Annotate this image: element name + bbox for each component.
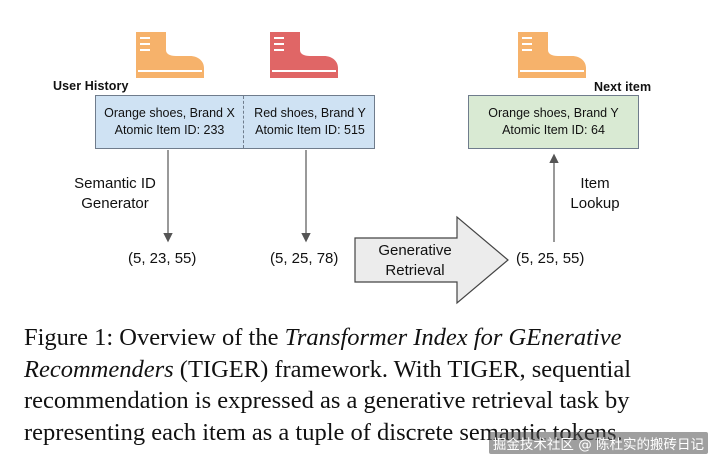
generative-retrieval-arrow	[354, 215, 509, 305]
history-item-2-id: Atomic Item ID: 515	[255, 123, 365, 137]
caption-line-1: Figure 1: Overview of the Transformer In…	[24, 324, 622, 351]
history-item-1: Orange shoes, Brand X Atomic Item ID: 23…	[96, 96, 243, 148]
history-item-1-name: Orange shoes, Brand X	[104, 106, 235, 120]
semantic-id-generator-label: Semantic ID Generator	[74, 175, 156, 212]
orange-shoe-icon	[518, 32, 586, 78]
figure-label: Figure 1:	[24, 324, 114, 351]
history-item-2: Red shoes, Brand Y Atomic Item ID: 515	[244, 96, 376, 148]
next-item: Orange shoes, Brand Y Atomic Item ID: 64	[469, 96, 638, 148]
caption-line-3: recommendation is expressed as a generat…	[24, 387, 630, 414]
red-shoe-icon	[270, 32, 338, 78]
next-item-box: Orange shoes, Brand Y Atomic Item ID: 64	[468, 95, 639, 149]
semantic-tuple-1: (5, 23, 55)	[128, 250, 197, 267]
semantic-tuple-next: (5, 25, 55)	[516, 250, 585, 267]
figure-caption: Figure 1: Overview of the Transformer In…	[24, 322, 704, 448]
history-item-1-id: Atomic Item ID: 233	[114, 123, 225, 137]
orange-shoe-icon	[136, 32, 204, 78]
user-history-label: User History	[53, 79, 129, 93]
item-divider	[243, 96, 244, 148]
next-item-label: Next item	[594, 80, 652, 94]
history-item-2-name: Red shoes, Brand Y	[254, 106, 366, 120]
item-lookup-label: Item Lookup	[570, 175, 620, 212]
caption-line-2: Recommenders (TIGER) framework. With TIG…	[24, 355, 632, 383]
generative-retrieval-label: Generative Retrieval	[378, 242, 452, 279]
semantic-tuple-2: (5, 25, 78)	[270, 250, 339, 267]
next-item-id: Atomic Item ID: 64	[502, 123, 605, 137]
watermark: 掘金技术社区 @ 陈杜实的搬砖日记	[488, 432, 708, 454]
next-item-name: Orange shoes, Brand Y	[488, 106, 619, 120]
user-history-box: Orange shoes, Brand X Atomic Item ID: 23…	[95, 95, 375, 149]
diagram-arrows	[163, 150, 559, 305]
